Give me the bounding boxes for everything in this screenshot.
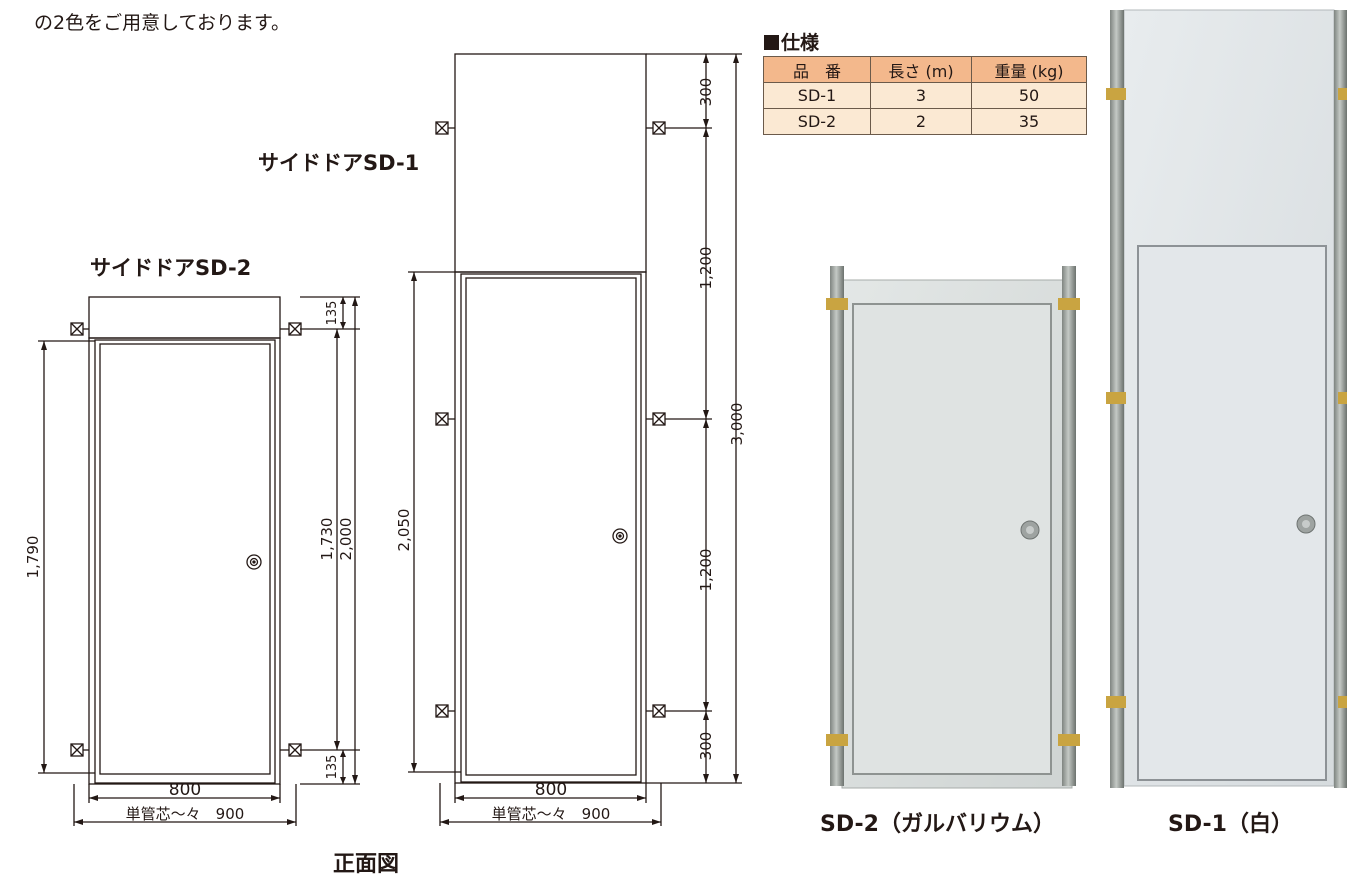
sd2-dim-left: 1,790 bbox=[24, 536, 42, 579]
sd1-dim-pitch: 単管芯〜々 900 bbox=[492, 805, 611, 823]
spec-heading: 仕様 bbox=[764, 28, 819, 55]
sd2-door-drawing bbox=[38, 296, 360, 826]
table-header-row: 品 番 長さ (m) 重量 (kg) bbox=[763, 56, 1087, 83]
square-bullet-icon bbox=[764, 35, 779, 50]
sd1-frame bbox=[454, 271, 647, 784]
sd2-photo bbox=[826, 266, 1080, 789]
table-cell: 50 bbox=[971, 82, 1087, 109]
sd1-top-panel bbox=[454, 53, 647, 273]
sd1-dim-total: 3,000 bbox=[728, 403, 746, 446]
sd2-door-panel bbox=[99, 343, 271, 775]
sd1-dim-left: 2,050 bbox=[395, 509, 413, 552]
sd2-door-knob bbox=[252, 560, 256, 564]
sd2-frame bbox=[88, 337, 281, 785]
sd1-door-panel bbox=[465, 277, 637, 776]
sd2-dim-inner: 1,730 bbox=[318, 518, 336, 561]
sd1-title: サイドドアSD-1 bbox=[258, 151, 420, 175]
sd2-title: サイドドアSD-2 bbox=[90, 256, 252, 280]
sd2-dim-bottom: 135 bbox=[325, 755, 340, 780]
table-row: SD-1 3 50 bbox=[763, 82, 1087, 109]
sd1-door-drawing bbox=[408, 53, 742, 826]
sd2-dim-width: 800 bbox=[169, 780, 201, 800]
photo-sd1-caption: SD-1（白） bbox=[1168, 812, 1293, 837]
sd1-clamps bbox=[435, 121, 712, 718]
sd1-dim-mid-upper: 1,200 bbox=[697, 247, 715, 290]
spec-table: 品 番 長さ (m) 重量 (kg) SD-1 3 50 SD-2 2 35 bbox=[763, 56, 1087, 135]
sd2-dim-top: 135 bbox=[325, 301, 340, 326]
front-view-drawing: 1,790 1,730 2,000 135 135 800 単管芯〜々 900 … bbox=[24, 53, 746, 826]
sd1-door-knob bbox=[618, 534, 622, 538]
sd1-dim-bottom: 300 bbox=[697, 732, 715, 761]
sd2-clamps bbox=[70, 322, 302, 757]
sd2-dim-total: 2,000 bbox=[337, 518, 355, 561]
sd2-top-panel bbox=[88, 296, 281, 339]
front-view-label: 正面図 bbox=[333, 852, 400, 877]
photo-sd2-caption: SD-2（ガルバリウム） bbox=[820, 812, 1055, 837]
sd2-dim-pitch: 単管芯〜々 900 bbox=[126, 805, 245, 823]
header-cell: 長さ (m) bbox=[870, 56, 972, 83]
sd1-dim-width: 800 bbox=[535, 780, 567, 800]
table-cell: SD-1 bbox=[763, 82, 871, 109]
sd1-dim-top: 300 bbox=[697, 78, 715, 107]
spec-heading-text: 仕様 bbox=[781, 32, 820, 54]
table-cell: 3 bbox=[870, 82, 972, 109]
table-cell: 2 bbox=[870, 108, 972, 135]
header-cell: 重量 (kg) bbox=[971, 56, 1087, 83]
intro-text: の2色をご用意しております。 bbox=[34, 12, 291, 34]
header-cell: 品 番 bbox=[763, 56, 871, 83]
table-cell: 35 bbox=[971, 108, 1087, 135]
dimension-arrows bbox=[41, 54, 739, 825]
sd1-photo bbox=[1106, 9, 1347, 788]
table-cell: SD-2 bbox=[763, 108, 871, 135]
sd1-dim-mid-lower: 1,200 bbox=[697, 549, 715, 592]
table-row: SD-2 2 35 bbox=[763, 108, 1087, 135]
